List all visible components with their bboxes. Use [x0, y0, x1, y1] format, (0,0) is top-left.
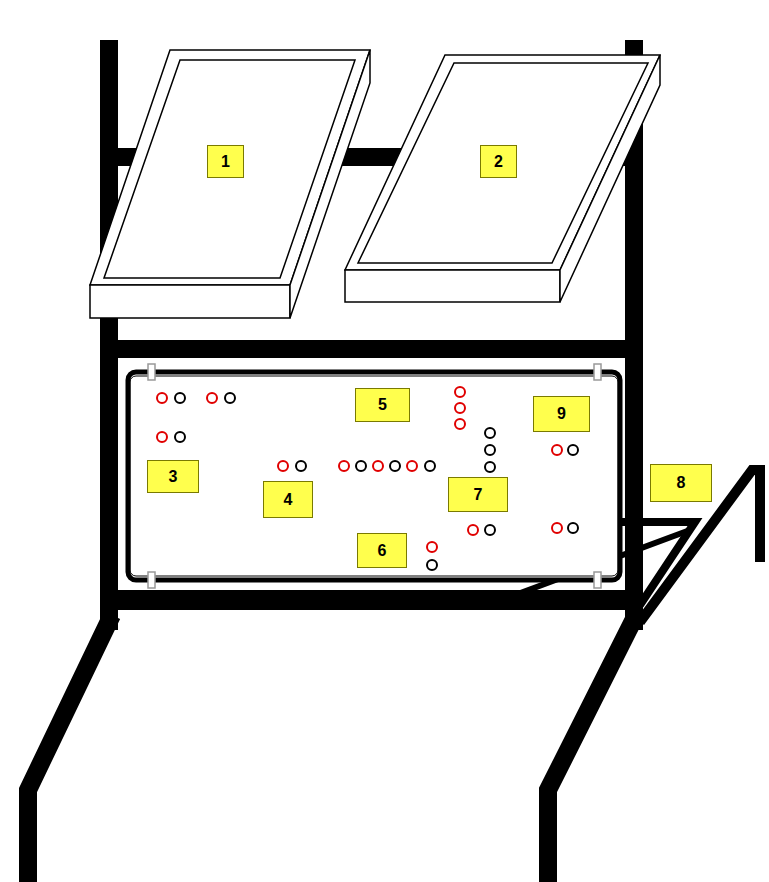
tray-1: [90, 50, 370, 318]
callout-number: 9: [557, 405, 566, 423]
tray-2: [345, 55, 660, 302]
callout-box: 4: [263, 481, 313, 518]
callout-box: 3: [147, 460, 199, 493]
left-post: [100, 40, 118, 630]
terminal-holes: [157, 387, 578, 570]
callout-box: 7: [448, 477, 508, 512]
right-leg: [548, 615, 636, 882]
callout-number: 4: [284, 491, 293, 509]
callout-number: 7: [474, 486, 483, 504]
callout-number: 3: [169, 468, 178, 486]
callout-box: 2: [480, 145, 517, 178]
panel-clips: [148, 364, 601, 588]
callout-box: 9: [533, 396, 590, 432]
callout-number: 6: [378, 542, 387, 560]
shelf-bar: [100, 340, 643, 358]
terminal-panel: [128, 372, 620, 580]
callout-number: 5: [378, 396, 387, 414]
callout-box: 6: [357, 533, 407, 568]
bottom-bar: [100, 590, 643, 610]
callout-number: 8: [677, 474, 686, 492]
callout-number: 2: [494, 153, 503, 171]
left-leg: [28, 615, 112, 882]
panel-inner: [130, 376, 618, 576]
callout-box: 8: [650, 464, 712, 502]
callout-number: 1: [221, 153, 230, 171]
callout-box: 1: [207, 145, 244, 178]
callout-box: 5: [355, 388, 410, 422]
